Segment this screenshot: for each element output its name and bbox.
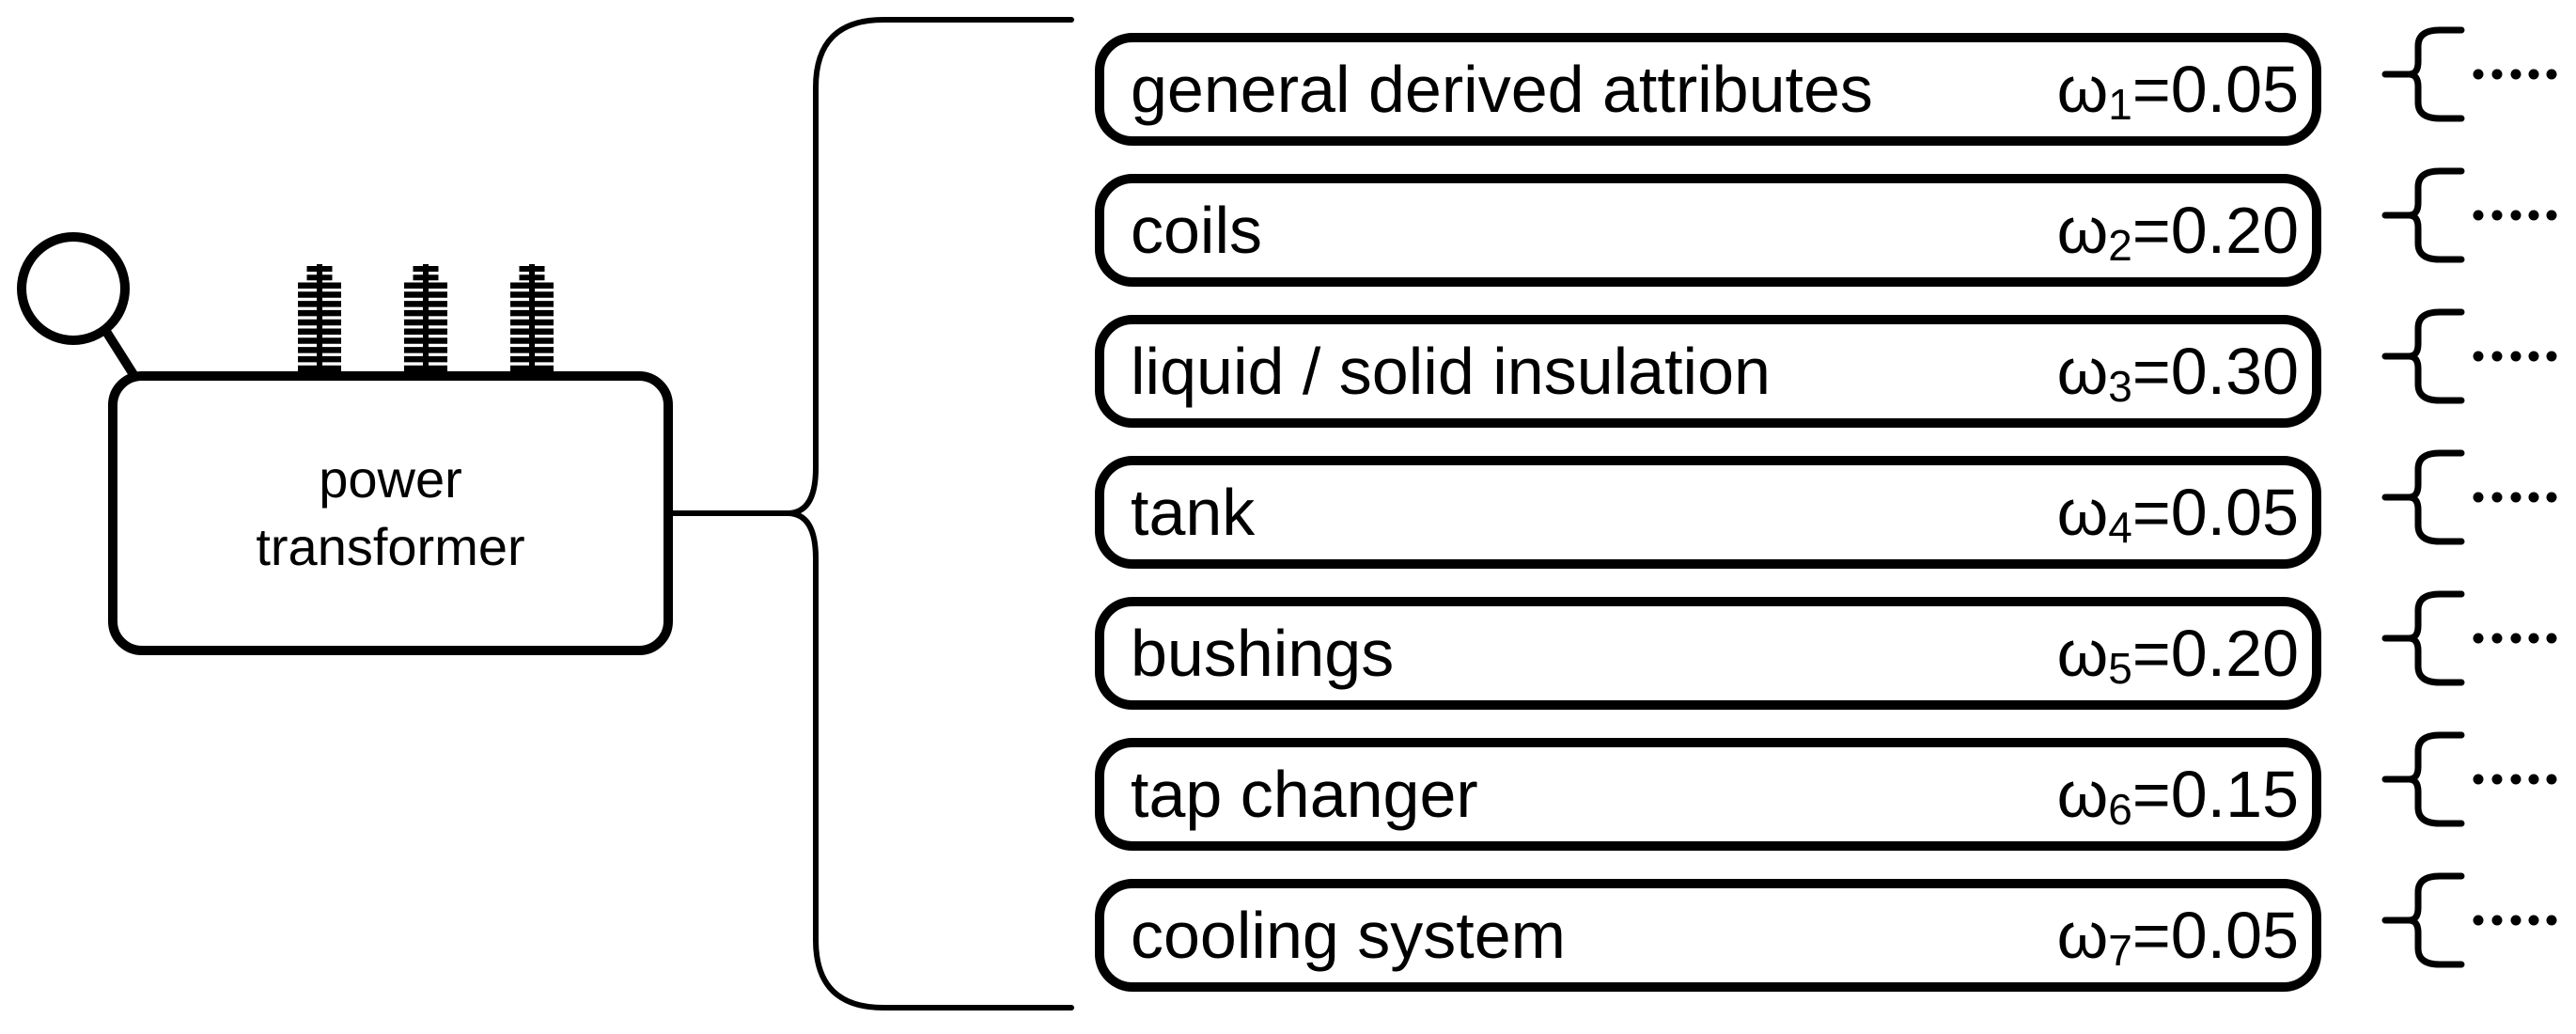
- node-label-line2: transformer: [256, 517, 525, 576]
- omega-subscript: 3: [2108, 362, 2132, 411]
- omega-subscript: 2: [2108, 221, 2132, 270]
- main-brace: [787, 17, 1074, 1010]
- branch-cooling-system: cooling system ω7=0.05: [1095, 879, 2321, 992]
- weight-number: =0.20: [2131, 194, 2299, 267]
- omega-symbol: ω: [2056, 617, 2109, 690]
- weight-number: =0.05: [2131, 53, 2299, 126]
- weight-number: =0.30: [2131, 335, 2299, 408]
- branch-label: tap changer: [1131, 758, 1478, 831]
- branch-brace-ellipsis: [2385, 30, 2557, 118]
- omega-symbol: ω: [2056, 899, 2109, 972]
- branch-label: tank: [1131, 476, 1256, 549]
- branch-coils: coils ω2=0.20: [1095, 174, 2321, 287]
- branch-brace-ellipsis: [2385, 312, 2557, 400]
- branch-label: bushings: [1131, 617, 1395, 690]
- branch-label: general derived attributes: [1131, 53, 1873, 126]
- omega-symbol: ω: [2056, 476, 2109, 549]
- omega-subscript: 4: [2108, 503, 2132, 552]
- weight-value: ω5=0.20: [2057, 620, 2299, 690]
- weight-value: ω4=0.05: [2057, 479, 2299, 549]
- weight-number: =0.05: [2131, 476, 2299, 549]
- branch-brace-ellipsis: [2385, 735, 2557, 823]
- power-transformer-node: power transformer: [108, 371, 673, 655]
- branch-general-derived-attributes: general derived attributes ω1=0.05: [1095, 33, 2321, 146]
- branch-brace-ellipsis: [2385, 876, 2557, 964]
- conservator-lead-line: [101, 325, 139, 381]
- weight-value: ω3=0.30: [2057, 338, 2299, 408]
- weight-value: ω7=0.05: [2057, 902, 2299, 972]
- omega-symbol: ω: [2056, 335, 2109, 408]
- weight-value: ω1=0.05: [2057, 56, 2299, 126]
- weight-number: =0.05: [2131, 899, 2299, 972]
- weight-number: =0.15: [2131, 758, 2299, 831]
- branch-label: cooling system: [1131, 899, 1566, 972]
- branch-label: liquid / solid insulation: [1131, 335, 1771, 408]
- omega-subscript: 7: [2108, 926, 2132, 975]
- omega-subscript: 5: [2108, 644, 2132, 693]
- omega-subscript: 6: [2108, 785, 2132, 834]
- conservator-circle-icon: [17, 232, 130, 345]
- branch-label: coils: [1131, 194, 1263, 267]
- omega-symbol: ω: [2056, 194, 2109, 267]
- branch-brace-ellipsis: [2385, 171, 2557, 259]
- branch-brace-ellipsis: [2385, 594, 2557, 682]
- weight-value: ω2=0.20: [2057, 197, 2299, 267]
- branch-bushings: bushings ω5=0.20: [1095, 597, 2321, 710]
- weight-value: ω6=0.15: [2057, 761, 2299, 831]
- omega-symbol: ω: [2056, 758, 2109, 831]
- node-label-line1: power: [319, 449, 462, 509]
- weight-number: =0.20: [2131, 617, 2299, 690]
- branch-tap-changer: tap changer ω6=0.15: [1095, 738, 2321, 851]
- branch-tank: tank ω4=0.05: [1095, 456, 2321, 569]
- branch-brace-ellipsis: [2385, 453, 2557, 541]
- branch-liquid-solid-insulation: liquid / solid insulation ω3=0.30: [1095, 315, 2321, 428]
- omega-subscript: 1: [2108, 80, 2132, 129]
- omega-symbol: ω: [2056, 53, 2109, 126]
